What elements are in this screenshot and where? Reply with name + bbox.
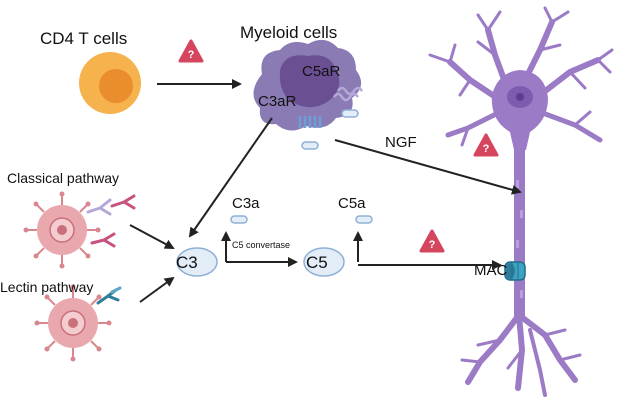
svg-text:?: ? — [429, 239, 436, 251]
warning-triangle-icon: ? — [473, 133, 499, 157]
arrows — [129, 79, 522, 303]
myeloid-cells-label: Myeloid cells — [240, 23, 337, 42]
classical-pathway-label: Classical pathway — [7, 170, 119, 186]
arrow-lectin-to-c3 — [139, 276, 175, 303]
c3a-fragment-icon — [230, 215, 248, 224]
arrow-ngf-to-neuron — [334, 139, 522, 195]
warning-triangle-icon: ? — [178, 39, 204, 63]
c5a-fragment-icon — [355, 215, 373, 224]
c3a-label: C3a — [232, 195, 260, 212]
pathogen-icon — [23, 191, 101, 269]
pathogen-icon — [34, 284, 112, 362]
lectin-receptor-icon — [96, 286, 122, 305]
c3-molecule-icon — [176, 247, 218, 277]
neuron-icon — [428, 6, 614, 397]
arrow-myeloid-to-c3 — [188, 117, 273, 238]
warning-triangle-icon: ? — [419, 229, 445, 253]
c5a-label: C5a — [338, 195, 366, 212]
c5-molecule-icon — [303, 247, 345, 277]
ngf-label: NGF — [385, 134, 417, 151]
svg-text:?: ? — [483, 143, 490, 155]
c5ar-label: C5aR — [302, 63, 341, 80]
c5-convertase-label: C5 convertase — [232, 240, 290, 250]
lectin-pathway-label: Lectin pathway — [0, 279, 93, 295]
c3-label: C3 — [176, 253, 198, 272]
myeloid-cell-icon — [253, 39, 364, 150]
cd4-t-cells-label: CD4 T cells — [40, 29, 127, 48]
mac-pore-icon — [504, 261, 526, 281]
antibody-icon — [86, 194, 136, 248]
t-cell-icon — [79, 52, 141, 114]
arrow-classical-to-c3 — [129, 224, 175, 249]
c3ar-label: C3aR — [258, 93, 297, 110]
svg-text:?: ? — [188, 49, 195, 61]
c5-label: C5 — [306, 253, 328, 272]
